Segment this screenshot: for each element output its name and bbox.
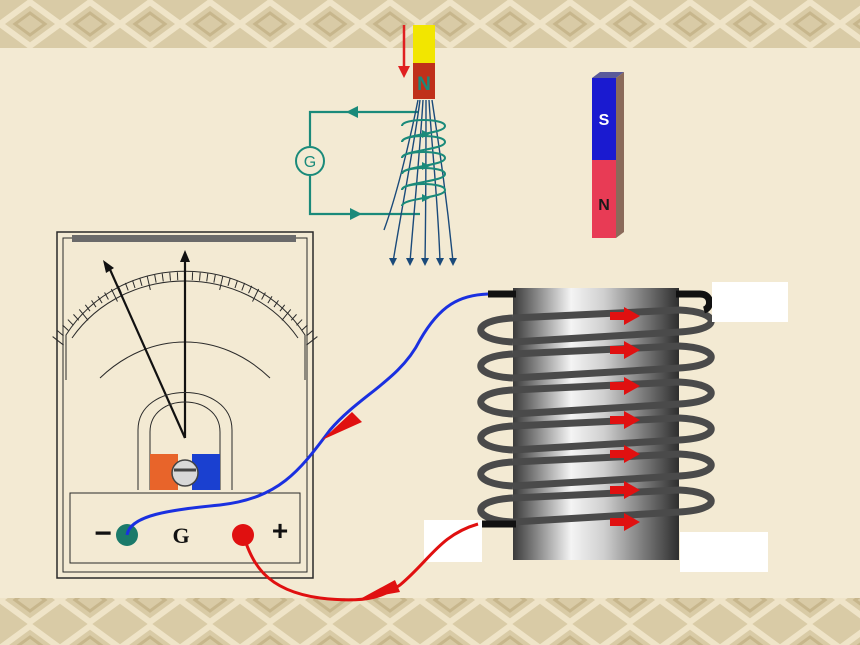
large-coil bbox=[424, 282, 788, 572]
coil-turn-front bbox=[512, 486, 715, 526]
dial-tick bbox=[234, 280, 238, 289]
coil-turn-back bbox=[477, 314, 514, 346]
dial-tick bbox=[199, 272, 201, 281]
dial-tick bbox=[279, 304, 286, 312]
dial-tick bbox=[73, 314, 80, 321]
galvanometer-label: G bbox=[172, 523, 189, 548]
bottom-border bbox=[0, 598, 860, 645]
plus-wire bbox=[241, 522, 479, 602]
pivot-screw bbox=[171, 459, 199, 487]
dial-tick bbox=[62, 324, 69, 331]
motion-arrow bbox=[398, 25, 410, 78]
dial-tick bbox=[213, 274, 216, 283]
coil-turn-front bbox=[512, 378, 715, 418]
dial-tick bbox=[52, 336, 64, 346]
dial-tick bbox=[306, 330, 313, 337]
bar-magnet-south bbox=[592, 78, 616, 160]
coil-current-arrow bbox=[610, 377, 640, 395]
magnet-north-label: N bbox=[417, 74, 431, 95]
dial-tick bbox=[57, 330, 64, 337]
magnet-top-end bbox=[413, 25, 435, 63]
dial-tick bbox=[124, 282, 129, 291]
dial-tick bbox=[161, 273, 164, 282]
dial-tick bbox=[132, 280, 136, 289]
dial-tick bbox=[301, 324, 308, 331]
galvanometer-top-bar bbox=[72, 235, 296, 242]
minus-wire-current-arrow bbox=[322, 412, 362, 440]
current-arrow-top bbox=[346, 106, 358, 118]
dial-tick bbox=[78, 309, 89, 321]
coil-current-arrows bbox=[610, 307, 640, 531]
bar-magnet-north bbox=[592, 160, 616, 238]
dial-tick bbox=[306, 336, 318, 346]
dial-tick bbox=[296, 319, 303, 326]
small-coil bbox=[401, 119, 447, 207]
dial-tick bbox=[154, 274, 157, 283]
dial-tick bbox=[104, 292, 109, 300]
minus-wire bbox=[125, 292, 489, 536]
bar-magnet-north-label: N bbox=[598, 197, 610, 214]
coil-front-turns bbox=[512, 306, 715, 526]
plus-wire-current-arrow bbox=[360, 580, 400, 599]
coil-current-arrow bbox=[610, 513, 640, 531]
dial-tick bbox=[97, 296, 103, 304]
dial-tick bbox=[219, 276, 224, 291]
coil-turn-front bbox=[512, 414, 715, 454]
coil-turn-back bbox=[477, 422, 514, 454]
dial-tick bbox=[206, 273, 209, 282]
dial-tick bbox=[110, 288, 118, 302]
dial-tick bbox=[139, 278, 143, 287]
small-galvanometer bbox=[295, 146, 325, 176]
dial-tick bbox=[169, 272, 171, 281]
dial-tick bbox=[248, 285, 253, 294]
coil-current-arrow bbox=[610, 341, 640, 359]
coil-turn-front bbox=[512, 342, 715, 382]
label-box-bottom-right bbox=[680, 532, 768, 572]
dial-tick bbox=[273, 300, 279, 308]
dial-tick bbox=[281, 309, 292, 321]
plus-label: + bbox=[272, 515, 288, 546]
coil-turn-back bbox=[477, 386, 514, 418]
small-galvanometer-label: G bbox=[304, 154, 316, 171]
bar-magnet: S N bbox=[592, 72, 624, 238]
coil-current-arrow bbox=[610, 411, 640, 429]
small-circuit-wire bbox=[308, 110, 420, 216]
dial-tick bbox=[146, 276, 151, 291]
dial-tick bbox=[67, 319, 74, 326]
field-lines bbox=[383, 99, 454, 263]
connecting-wires bbox=[125, 292, 489, 602]
current-arrow-bottom bbox=[350, 208, 362, 220]
dial-tick bbox=[227, 278, 231, 287]
coil-turn-back bbox=[477, 494, 514, 526]
minus-label: − bbox=[94, 517, 112, 550]
coil-turn-front bbox=[512, 450, 715, 490]
coil-turn-back bbox=[477, 350, 514, 382]
dial-tick bbox=[261, 292, 266, 300]
label-box-top-right bbox=[712, 282, 788, 322]
field-line-arrows bbox=[389, 258, 457, 266]
galvanometer: − G + bbox=[52, 231, 318, 579]
top-induction-setup: N G bbox=[295, 25, 457, 266]
pointer-deflected bbox=[106, 264, 187, 439]
coil-back-turns bbox=[477, 314, 514, 526]
coil-turn-front bbox=[512, 306, 715, 346]
dial-scale-ticks bbox=[52, 272, 318, 346]
terminal-panel bbox=[69, 492, 301, 564]
small-coil-arrows bbox=[422, 130, 430, 202]
magnet-north-pole bbox=[413, 63, 435, 99]
coil-current-arrow bbox=[610, 445, 640, 463]
dial-tick bbox=[84, 304, 91, 312]
dial-tick bbox=[252, 288, 260, 302]
dial-tick bbox=[241, 282, 246, 291]
dial-tick bbox=[290, 314, 297, 321]
coil-turn-back bbox=[477, 458, 514, 490]
dial-tick bbox=[267, 296, 273, 304]
coil-current-arrow bbox=[610, 307, 640, 325]
dial-tick bbox=[91, 300, 97, 308]
coil-current-arrow bbox=[610, 481, 640, 499]
bar-magnet-south-label: S bbox=[599, 112, 610, 129]
